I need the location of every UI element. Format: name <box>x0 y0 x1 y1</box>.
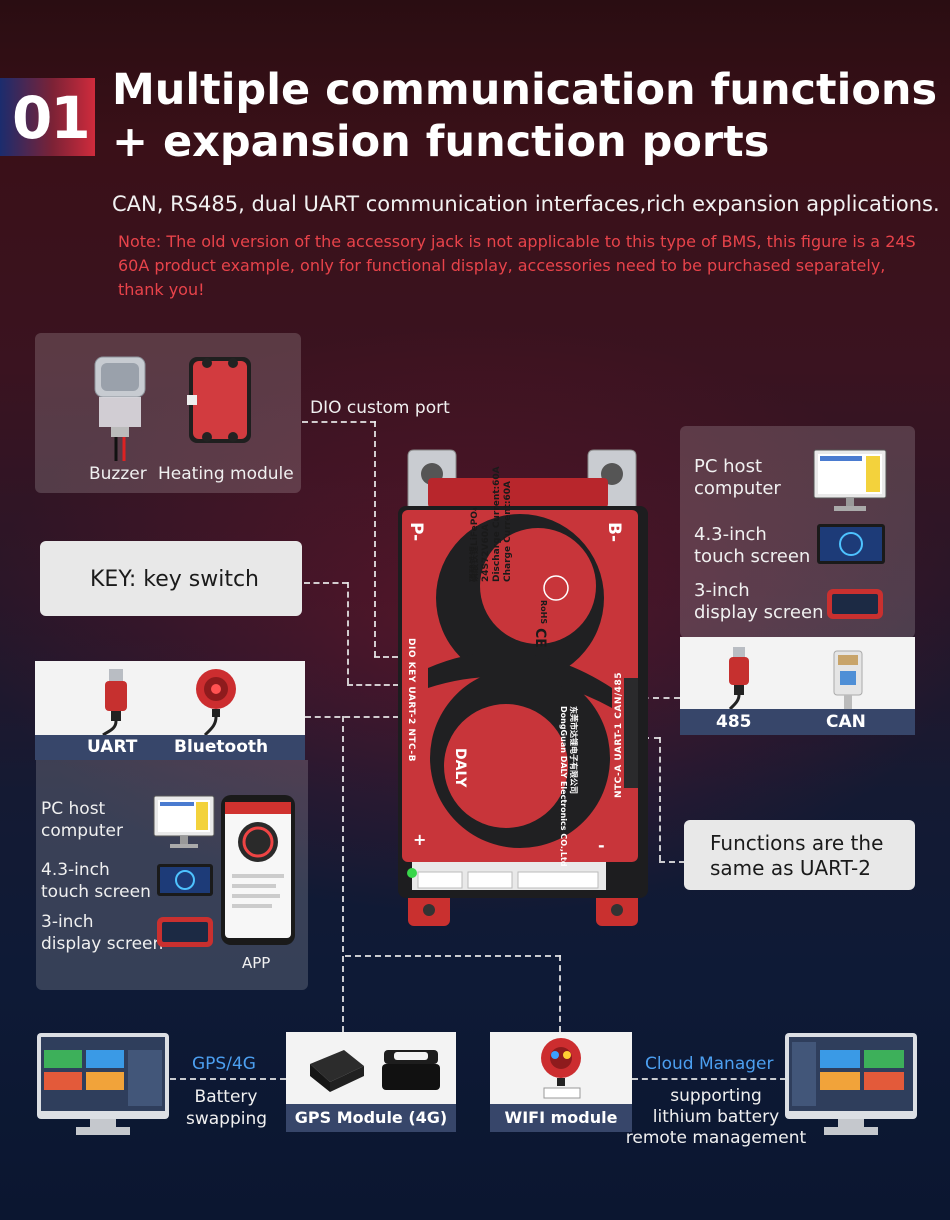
connector-uart1-v <box>659 737 661 861</box>
uart-bluetooth-label-bar: UART Bluetooth <box>35 735 305 760</box>
rs485-dongle-icon <box>728 647 749 709</box>
connector-wifi-v <box>559 955 561 1032</box>
connector-gps-v <box>342 716 344 1032</box>
touch-screen-icon <box>817 524 885 564</box>
bms-ports-left: DIO KEY UART-2 NTC-B <box>406 638 416 762</box>
rs485-label: 485 <box>716 712 752 732</box>
heating-module-label: Heating module <box>158 464 294 484</box>
connector-dio-end <box>374 656 398 658</box>
pc-monitor-icon <box>153 795 215 848</box>
bluetooth-label: Bluetooth <box>174 737 269 757</box>
uart-label: UART <box>87 737 138 757</box>
rs485-can-label-bar: 485 CAN <box>680 709 915 735</box>
buzzer-icon <box>94 356 146 461</box>
usb-dongle-icon <box>102 669 127 735</box>
bms-ce: CE <box>532 628 548 648</box>
cloud-monitor-icon <box>785 1033 917 1135</box>
rs485-can-card <box>680 637 915 709</box>
touch-screen-icon <box>157 864 213 896</box>
connector-dio-h <box>302 421 376 423</box>
bms-brand: DALY <box>452 748 468 788</box>
cloud-manager-label: Cloud Manager <box>645 1054 774 1074</box>
app-label: APP <box>242 954 271 972</box>
wifi-module-card <box>490 1032 632 1104</box>
connector-uart1-end <box>659 861 685 863</box>
heating-module-icon <box>187 357 251 443</box>
wifi-module-icon <box>541 1038 581 1099</box>
phone-app-icon <box>221 795 295 945</box>
connector-key-v <box>347 582 349 684</box>
gps-module-label: GPS Module (4G) <box>286 1104 456 1132</box>
bms-plus: + <box>413 830 427 849</box>
gps-module-icon <box>310 1050 364 1092</box>
bms-ports-right: NTC-A UART-1 CAN/485 <box>614 672 624 798</box>
key-switch-box: KEY: key switch <box>40 541 302 616</box>
connector-gps-left <box>170 1078 286 1080</box>
display-screen-icon <box>827 589 883 619</box>
wifi-module-label: WIFI module <box>490 1104 632 1132</box>
connector-485 <box>632 697 680 699</box>
can-module-icon <box>833 650 863 709</box>
bms-b-minus: B- <box>604 522 624 543</box>
connector-uart-h <box>305 716 399 718</box>
connector-key-end <box>347 684 399 686</box>
dio-accessories-panel: Buzzer Heating module <box>35 333 301 493</box>
display-screen-icon <box>157 917 213 947</box>
bms-p-minus: P- <box>406 522 426 542</box>
gps-4g-label: GPS/4G <box>192 1054 256 1074</box>
section-number-badge: 01 <box>0 78 95 156</box>
dio-port-label: DIO custom port <box>310 398 450 418</box>
bms-board <box>398 449 648 926</box>
pc-monitor-icon <box>813 449 887 511</box>
battery-swap-monitor-icon <box>37 1033 169 1135</box>
uart-bluetooth-card <box>35 661 305 735</box>
key-switch-label: KEY: key switch <box>90 567 259 592</box>
page-subtitle: CAN, RS485, dual UART communication inte… <box>112 192 940 216</box>
connector-wifi-h <box>345 955 561 957</box>
connector-key-h <box>304 582 348 584</box>
buzzer-label: Buzzer <box>89 464 147 484</box>
gps-bracket-icon <box>382 1050 440 1090</box>
connector-cloud <box>632 1078 786 1080</box>
note-text: Note: The old version of the accessory j… <box>118 232 916 299</box>
bms-rohs: RoHS <box>539 600 548 625</box>
gps-module-card <box>286 1032 456 1104</box>
section-number: 01 <box>12 84 91 152</box>
page-title: Multiple communication functions + expan… <box>112 65 938 167</box>
connector-dio-v <box>374 421 376 657</box>
can-label: CAN <box>826 712 866 732</box>
bms-minus: - <box>598 836 605 855</box>
bluetooth-module-icon <box>196 669 236 735</box>
